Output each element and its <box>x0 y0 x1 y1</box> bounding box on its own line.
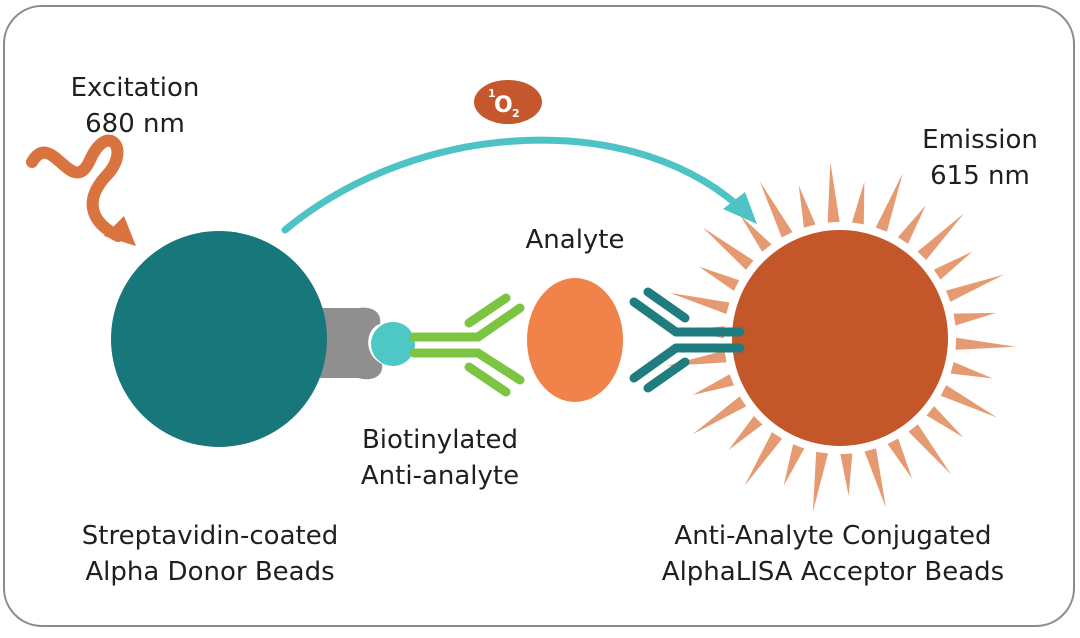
singlet-oxygen-badge: 1 O 2 <box>474 80 542 124</box>
analyte-label-text: Analyte <box>525 225 625 255</box>
biotinylated-antibody <box>409 293 525 397</box>
singlet-oxygen-arrow-icon <box>281 136 757 234</box>
singlet-oxygen-superscript: 1 <box>488 87 496 100</box>
biotin <box>371 322 415 366</box>
acceptor-ray <box>950 361 993 379</box>
acceptor-ray <box>783 444 805 486</box>
acceptor-ray <box>798 185 816 228</box>
excitation-label-line2: 680 nm <box>85 109 185 139</box>
excitation-label-line1: Excitation <box>70 73 200 103</box>
acceptor-ray <box>864 448 886 508</box>
excitation-label: Excitation 680 nm <box>50 70 220 142</box>
acceptor-ray <box>875 173 903 232</box>
acceptor-ray <box>840 453 853 496</box>
singlet-oxygen-subscript: 2 <box>512 107 520 120</box>
acceptor-rays-icon <box>666 162 1016 512</box>
acceptor-ray <box>897 205 926 244</box>
acceptor-ray <box>728 415 763 450</box>
emission-label-line2: 615 nm <box>930 161 1030 191</box>
acceptor-ray <box>692 374 734 395</box>
acceptor-ray <box>887 438 913 479</box>
acceptor-ray <box>692 396 747 435</box>
acceptor-ray <box>851 181 865 225</box>
acceptor-beads-label: Anti-Analyte Conjugated AlphaLISA Accept… <box>628 518 1038 590</box>
acceptor-ray <box>744 432 783 486</box>
acceptor-ray <box>946 274 1005 302</box>
acceptor-ray <box>702 227 754 270</box>
acceptor-beads-label-line1: Anti-Analyte Conjugated <box>674 521 992 551</box>
acceptor-beads-label-line2: AlphaLISA Acceptor Beads <box>661 557 1005 587</box>
donor-beads-label: Streptavidin-coated Alpha Donor Beads <box>50 518 370 590</box>
acceptor-ray <box>759 181 793 238</box>
acceptor-bead <box>732 230 948 446</box>
acceptor-ray <box>908 424 952 475</box>
biotinylated-label-line2: Anti-analyte <box>360 461 520 491</box>
acceptor-ray <box>740 215 772 252</box>
donor-beads-label-line1: Streptavidin-coated <box>81 521 339 551</box>
acceptor-ray <box>699 266 740 291</box>
acceptor-ray <box>926 406 964 438</box>
analyte <box>527 278 623 402</box>
donor-bead <box>111 231 327 447</box>
biotinylated-label: Biotinylated Anti-analyte <box>340 422 540 494</box>
acceptor-ray <box>940 385 998 418</box>
acceptor-ray <box>953 312 996 326</box>
acceptor-ray <box>812 451 829 512</box>
singlet-oxygen-symbol: O <box>494 93 513 118</box>
streptavidin <box>320 307 383 380</box>
donor-beads-label-line2: Alpha Donor Beads <box>85 557 335 587</box>
acceptor-ray <box>669 292 730 315</box>
analyte-label: Analyte <box>500 222 650 258</box>
acceptor-ray <box>955 337 1016 350</box>
acceptor-ray <box>917 213 965 261</box>
acceptor-ray <box>827 162 840 223</box>
acceptor-antibody <box>629 287 745 393</box>
biotinylated-label-line1: Biotinylated <box>361 425 519 455</box>
acceptor-ray <box>933 251 973 280</box>
excitation-wave-icon <box>26 134 136 246</box>
emission-label-line1: Emission <box>922 125 1038 155</box>
emission-label: Emission 615 nm <box>900 122 1060 194</box>
